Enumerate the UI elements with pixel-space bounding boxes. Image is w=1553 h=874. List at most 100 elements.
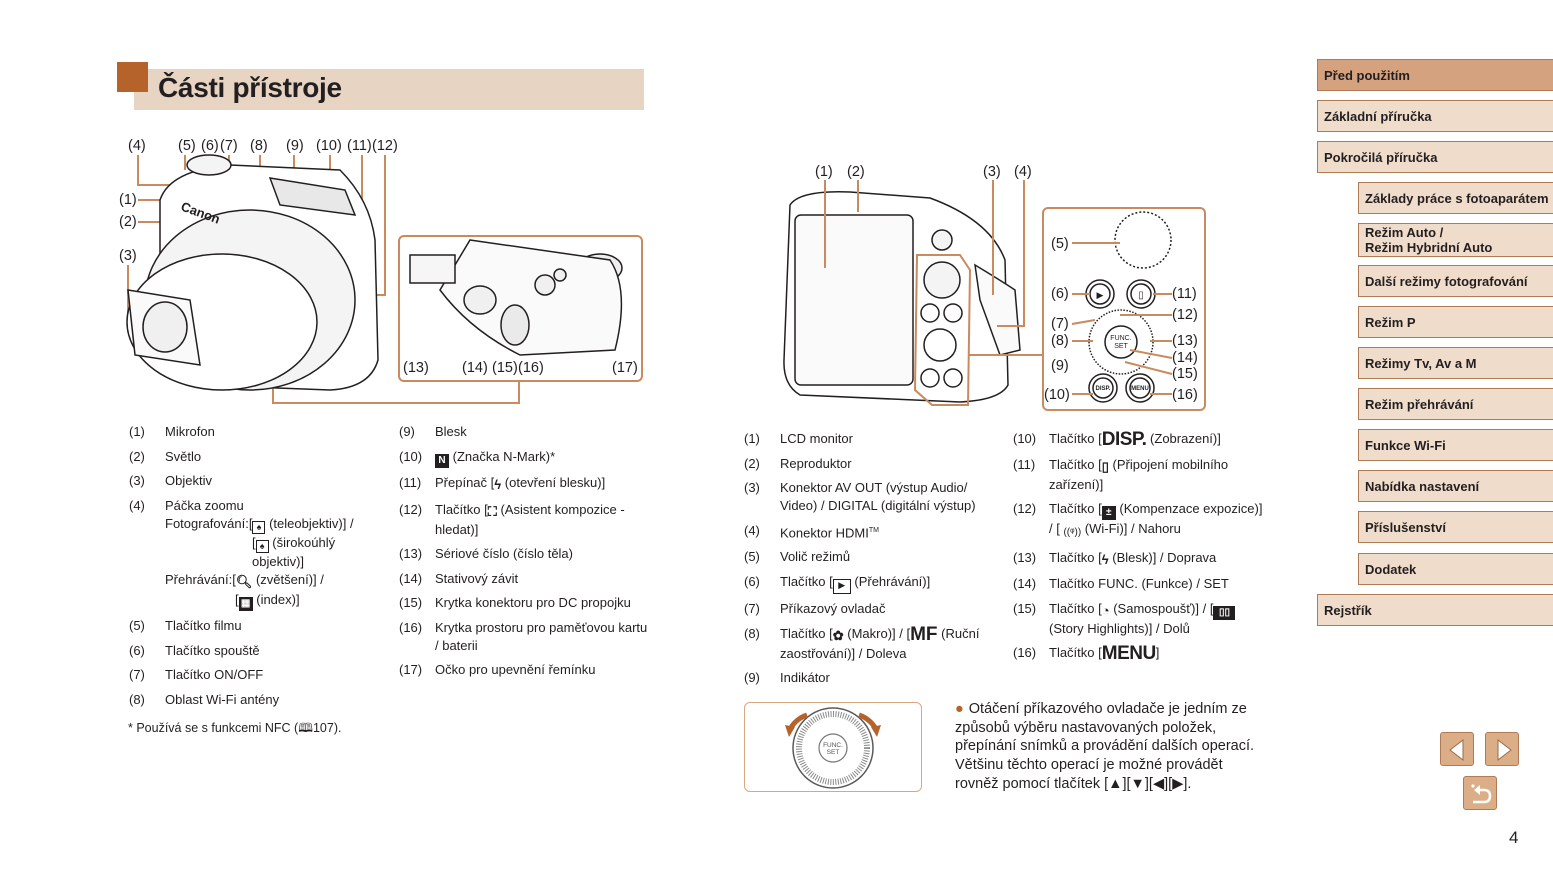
- sidebar-item-rezim-auto[interactable]: Režim Auto /Režim Hybridní Auto: [1358, 223, 1553, 257]
- front-label-13: (13): [403, 360, 429, 376]
- svg-text:SET: SET: [1114, 343, 1128, 350]
- right-arrow-icon: ▶: [1172, 775, 1184, 792]
- front-label-10: (10): [316, 138, 342, 154]
- front-label-9: (9): [286, 138, 304, 154]
- framing-assist-icon: ⛶: [487, 503, 497, 519]
- sidebar-item-dodatek[interactable]: Dodatek: [1358, 553, 1553, 585]
- back-label-4: (4): [1014, 164, 1032, 180]
- front-label-2: (2): [119, 214, 137, 230]
- svg-text:▯: ▯: [1138, 290, 1144, 301]
- page-reference-link[interactable]: 107: [312, 721, 334, 735]
- book-icon: 🕮: [298, 721, 313, 735]
- func-set-text: FUNC.: [1110, 335, 1131, 342]
- back-label-10: (10): [1044, 387, 1070, 403]
- n-mark-icon: N: [435, 453, 449, 468]
- svg-text:FUNC.: FUNC.: [823, 742, 843, 749]
- front-label-8: (8): [250, 138, 268, 154]
- back-label-15: (15): [1172, 366, 1198, 382]
- mobile-device-icon: ▯: [1101, 458, 1109, 474]
- front-label-11: (11): [347, 138, 372, 154]
- front-label-1: (1): [119, 192, 137, 208]
- flash-icon: ϟ: [494, 477, 502, 492]
- disp-icon: DISP.: [1101, 429, 1147, 450]
- bullet-icon: ●: [955, 701, 964, 717]
- sidebar-item-funkce-wifi[interactable]: Funkce Wi-Fi: [1358, 429, 1553, 461]
- sidebar-item-prislusenstvi[interactable]: Příslušenství: [1358, 511, 1553, 543]
- legend-item: (6)Tlačítko [▶ (Přehrávání)]: [744, 573, 994, 594]
- menu-button-text: MENU: [1131, 386, 1149, 392]
- next-page-button[interactable]: [1485, 732, 1519, 766]
- legend-item: (16)Krytka prostoru pro paměťovou kartu …: [399, 619, 648, 653]
- playback-icon: ▶: [832, 578, 851, 594]
- sidebar-item-pred-pouzitim[interactable]: Před použitím: [1317, 59, 1553, 91]
- back-legend-left: (1)LCD monitor (2)Reproduktor (3)Konekto…: [744, 430, 994, 694]
- page-title: Části přístroje: [158, 72, 342, 103]
- return-arrow-icon: [1471, 784, 1492, 804]
- sidebar-item-rezimy-tv-av-m[interactable]: Režimy Tv, Av a M: [1358, 347, 1553, 379]
- previous-page-button[interactable]: [1440, 732, 1474, 766]
- back-label-7: (7): [1051, 316, 1069, 332]
- sidebar-item-nabidka-nastaveni[interactable]: Nabídka nastavení: [1358, 470, 1553, 502]
- legend-item: (2)Reproduktor: [744, 455, 852, 471]
- sidebar-item-pokrocila-prirucka[interactable]: Pokročilá příručka: [1317, 141, 1553, 173]
- legend-item: (7)Příkazový ovladač: [744, 601, 886, 617]
- legend-item: (15)Tlačítko [◔ (Samospoušť)] / [▯▯ (Sto…: [1013, 600, 1263, 638]
- back-label-1: (1): [815, 164, 833, 180]
- mf-icon: MF: [910, 623, 938, 645]
- legend-item: (12)Tlačítko [⛶ (Asistent kompozice - hl…: [399, 501, 625, 537]
- sidebar-item-dalsi-rezimy[interactable]: Další režimy fotografování: [1358, 265, 1553, 297]
- front-legend-left: (1)Mikrofon (2)Světlo (3)Objektiv (4) Pá…: [129, 423, 394, 715]
- svg-text:SET: SET: [827, 749, 840, 756]
- legend-item: (4) Páčka zoomu Fotografování:[♠ (teleob…: [129, 497, 354, 611]
- back-label-2: (2): [847, 164, 865, 180]
- exposure-compensation-icon: ±: [1101, 506, 1116, 520]
- legend-item: (9)Blesk: [399, 424, 467, 439]
- back-label-12: (12): [1172, 307, 1198, 323]
- back-camera-illustration: FUNC. SET DISP. MENU ▶ ▯: [783, 180, 1206, 411]
- dial-note: ●Otáčení příkazového ovladače je jedním …: [955, 701, 1255, 792]
- legend-item: (3)Konektor AV OUT (výstup Audio/ Video)…: [744, 480, 976, 513]
- footnote: * Používá se s funkcemi NFC (🕮107).: [128, 721, 342, 735]
- disp-button-text: DISP.: [1096, 386, 1111, 392]
- back-label-6: (6): [1051, 286, 1069, 302]
- down-arrow-icon: ▼: [1130, 775, 1145, 792]
- legend-item: (14)Tlačítko FUNC. (Funkce) / SET: [1013, 576, 1229, 591]
- legend-item: (5)Tlačítko filmu: [129, 618, 242, 633]
- legend-item: (4)Konektor HDMITM: [744, 522, 879, 540]
- back-label-8: (8): [1051, 333, 1069, 349]
- legend-item: (1)LCD monitor: [744, 431, 853, 446]
- front-label-14: (14): [462, 360, 488, 376]
- front-label-5: (5): [178, 138, 196, 154]
- svg-text:▶: ▶: [1097, 290, 1104, 300]
- self-timer-icon: ◔: [1101, 602, 1110, 618]
- sidebar-item-rezim-prehravani[interactable]: Režim přehrávání: [1358, 388, 1553, 420]
- control-dial-illustration: FUNC. SET: [785, 707, 881, 789]
- legend-item: (8)Tlačítko [✿ (Makro)] / [MF (Ruční zao…: [744, 623, 980, 661]
- macro-icon: ✿: [832, 627, 844, 643]
- back-label-14: (14): [1172, 350, 1198, 366]
- back-label-13: (13): [1172, 333, 1198, 349]
- legend-item: (13)Tlačítko [ϟ (Blesk)] / Doprava: [1013, 549, 1217, 567]
- legend-item: (1)Mikrofon: [129, 424, 215, 439]
- sidebar-item-zaklady-prace[interactable]: Základy práce s fotoaparátem: [1358, 182, 1553, 214]
- up-arrow-icon: ▲: [1108, 775, 1123, 792]
- legend-item: (7)Tlačítko ON/OFF: [129, 667, 264, 682]
- front-camera-illustration: Canon: [126, 154, 643, 404]
- front-label-12: (12): [372, 138, 398, 154]
- front-label-6: (6): [201, 138, 219, 154]
- legend-item: (10)Tlačítko [DISP. (Zobrazení)]: [1013, 429, 1221, 450]
- return-button[interactable]: [1463, 776, 1497, 810]
- front-label-16: (16): [518, 360, 544, 376]
- sidebar-item-rezim-p[interactable]: Režim P: [1358, 306, 1553, 338]
- menu-icon: MENU: [1101, 643, 1156, 664]
- story-highlights-icon: ▯▯: [1213, 605, 1236, 620]
- sidebar-item-rejstrik[interactable]: Rejstřík: [1317, 594, 1553, 626]
- front-legend-right: (9)Blesk (10)N (Značka N-Mark)* (11)Přep…: [399, 423, 649, 686]
- sidebar-item-zakladni-prirucka[interactable]: Základní příručka: [1317, 100, 1553, 132]
- magnify-icon: 🔍︎: [235, 573, 253, 589]
- legend-item: (11)Přepínač [ϟ (otevření blesku)]: [399, 475, 606, 492]
- front-label-17: (17): [612, 360, 638, 376]
- front-label-7: (7): [220, 138, 238, 154]
- tele-icon: ♠: [252, 520, 266, 534]
- wifi-icon: ((ᵠ)): [1063, 527, 1082, 538]
